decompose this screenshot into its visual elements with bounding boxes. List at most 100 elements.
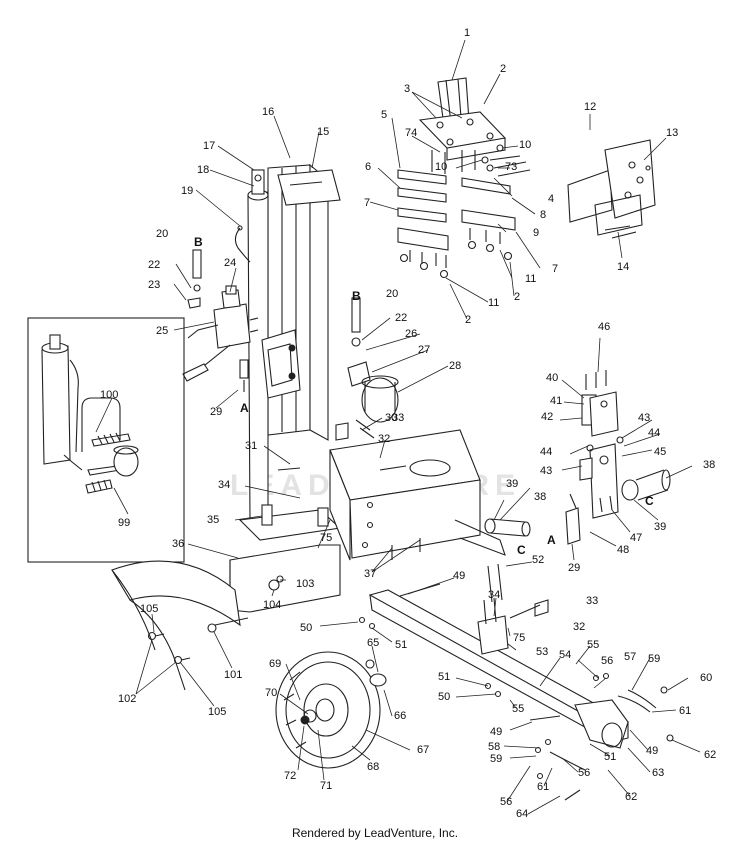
callout-label: 27 — [418, 344, 430, 356]
callout-label: 45 — [654, 446, 666, 458]
callout-label: 74 — [405, 127, 417, 139]
callout-label: 35 — [207, 514, 219, 526]
connection-letter-b: B — [352, 289, 361, 303]
callout-label: 65 — [367, 637, 379, 649]
callout-label: 23 — [148, 279, 160, 291]
callout-label: 44 — [648, 427, 660, 439]
callout-label: 7 — [552, 263, 558, 275]
callout-label: 36 — [172, 538, 184, 550]
callout-label: 39 — [506, 478, 518, 490]
callout-label: 28 — [449, 360, 461, 372]
callout-label: 14 — [617, 261, 629, 273]
callout-label: 64 — [516, 808, 528, 820]
callout-label: 75 — [513, 632, 525, 644]
callout-label: 24 — [224, 257, 236, 269]
callout-label: 51 — [604, 751, 616, 763]
credit-line: Rendered by LeadVenture, Inc. — [291, 826, 459, 840]
callout-label: 60 — [700, 672, 712, 684]
callout-label: 4 — [548, 193, 554, 205]
callout-label: 34 — [218, 479, 230, 491]
callout-label: 22 — [148, 259, 160, 271]
callout-label: 10 — [435, 161, 447, 173]
callout-label: 68 — [367, 761, 379, 773]
tow-bracket-assembly — [565, 370, 671, 545]
callout-label: 10 — [519, 139, 531, 151]
callout-label: 34 — [488, 589, 500, 601]
callout-label: 57 — [624, 651, 636, 663]
callout-label: 40 — [546, 372, 558, 384]
connection-letter-a: A — [547, 533, 556, 547]
connection-letters: B A B C C A — [194, 235, 654, 557]
callout-label: 49 — [453, 570, 465, 582]
callout-label: 59 — [490, 753, 502, 765]
callout-label: 2 — [465, 314, 471, 326]
callout-label: 50 — [300, 622, 312, 634]
callout-label: 32 — [378, 433, 390, 445]
callout-label: 38 — [534, 491, 546, 503]
callout-label: 2 — [500, 63, 506, 75]
callout-label: 5 — [381, 109, 387, 121]
tow-tongue — [358, 563, 674, 801]
callout-label: 1 — [464, 27, 470, 39]
fender — [111, 560, 249, 691]
callout-label: 6 — [365, 161, 371, 173]
callout-label: 61 — [537, 781, 549, 793]
callout-label: 51 — [395, 639, 407, 651]
callout-label: 48 — [617, 544, 629, 556]
inset-detail-box — [27, 317, 185, 563]
splitter-beam-column — [238, 163, 375, 541]
callout-label: 71 — [320, 780, 332, 792]
callout-label: 44 — [540, 446, 552, 458]
return-hose — [484, 518, 531, 537]
callout-label: 32 — [573, 621, 585, 633]
callout-label: 16 — [262, 106, 274, 118]
callout-label: 33 — [586, 595, 598, 607]
callout-label: 49 — [646, 745, 658, 757]
callout-label: 11 — [525, 273, 536, 285]
callout-label: 104 — [263, 599, 281, 611]
callout-label: 19 — [181, 185, 193, 197]
callout-label: 15 — [317, 126, 329, 138]
callout-label: 56 — [578, 767, 590, 779]
callout-label: 33 — [392, 412, 404, 424]
callout-label: 42 — [541, 411, 553, 423]
callout-label: 102 — [118, 693, 136, 705]
callout-label: 55 — [512, 703, 524, 715]
callout-label: 25 — [156, 325, 168, 337]
callout-label: 46 — [598, 321, 610, 333]
callout-label: 63 — [652, 767, 664, 779]
callout-label: 54 — [559, 649, 571, 661]
callout-label: 41 — [550, 395, 562, 407]
connection-letter-b: B — [194, 235, 203, 249]
callout-label: 55 — [587, 639, 599, 651]
callout-label: 62 — [625, 791, 637, 803]
callout-label: 73 — [505, 161, 517, 173]
callout-numbers: 1 2 3 5 74 10 10 73 6 4 8 7 9 7 11 11 2 … — [100, 27, 716, 820]
wheel-tire — [275, 651, 387, 769]
callout-label: 50 — [438, 691, 450, 703]
callout-label: 13 — [666, 127, 678, 139]
callout-label: 52 — [532, 554, 544, 566]
callout-label: 2 — [514, 291, 520, 303]
callout-label: 39 — [654, 521, 666, 533]
callout-label: 72 — [284, 770, 296, 782]
callout-label: 43 — [540, 465, 552, 477]
callout-label: 105 — [140, 603, 158, 615]
connection-letter-c: C — [517, 543, 526, 557]
valve-guard-bracket — [567, 139, 656, 239]
hydraulic-fittings — [187, 249, 399, 423]
callout-label: 7 — [364, 197, 370, 209]
callout-label: 29 — [568, 562, 580, 574]
callout-label: 18 — [197, 164, 209, 176]
callout-label: 38 — [703, 459, 715, 471]
callout-label: 11 — [488, 297, 499, 309]
callout-label: 67 — [417, 744, 429, 756]
callout-label: 22 — [395, 312, 407, 324]
callout-label: 9 — [533, 227, 539, 239]
callout-label: 30 — [385, 412, 397, 424]
callout-label: 47 — [630, 532, 642, 544]
callout-label: 101 — [224, 669, 242, 681]
callout-label: 58 — [488, 741, 500, 753]
